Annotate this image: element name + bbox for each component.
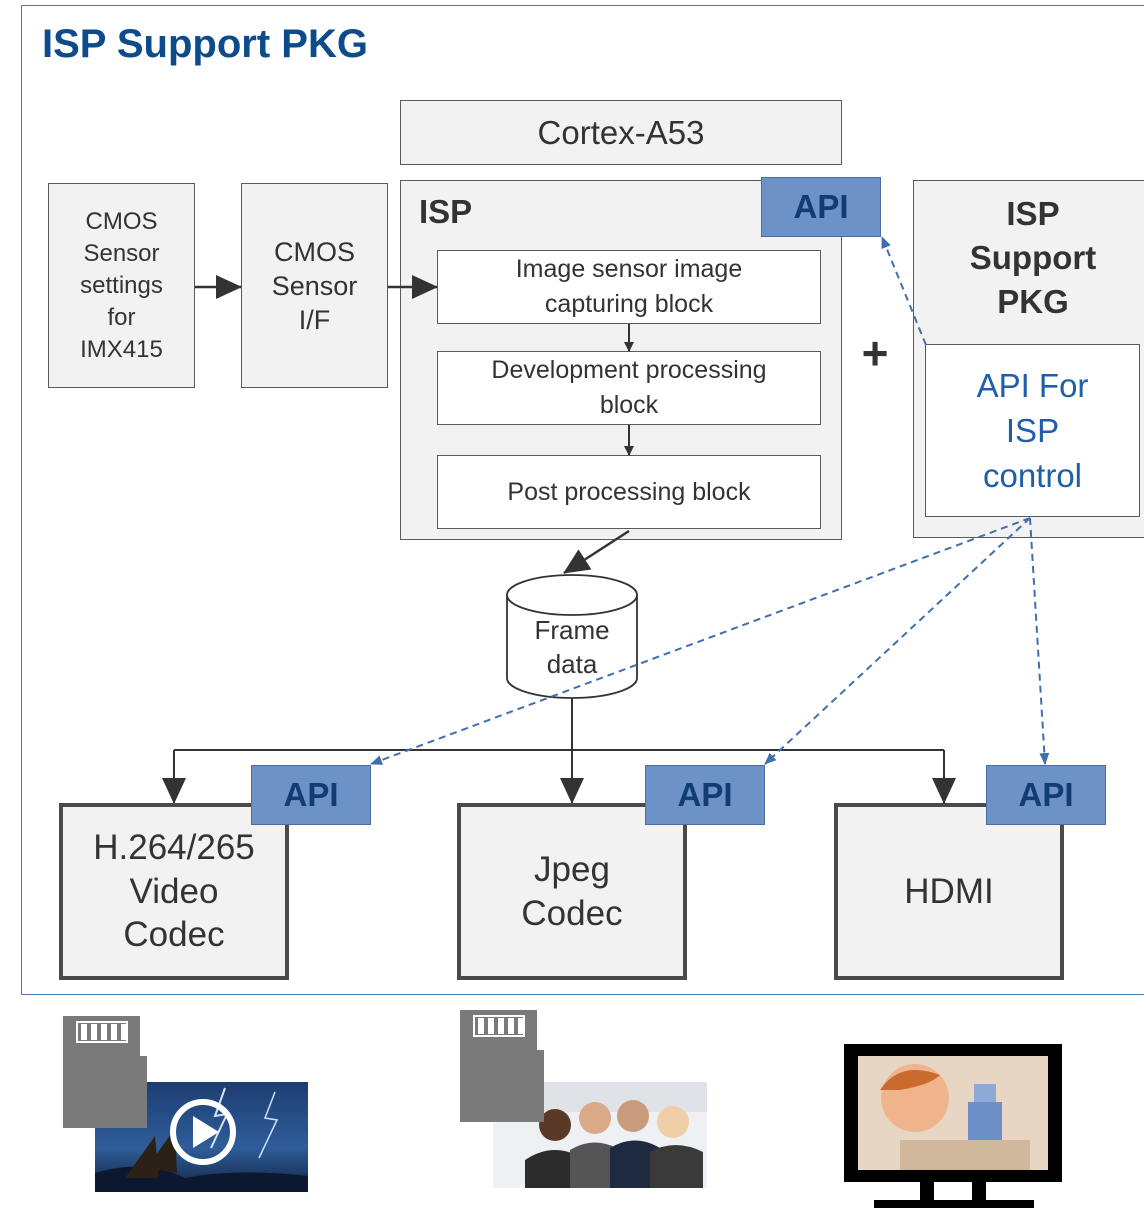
hdmi-api-badge: API [986,765,1106,825]
capture-block: Image sensor image capturing block [437,250,821,324]
cmos-settings-line: for [107,303,136,331]
cortex-a53-box: Cortex-A53 [400,100,842,165]
support-pkg-line: ISP [1006,194,1060,232]
cmos-settings-line: settings [80,271,163,299]
monitor-illustration [844,1044,1062,1208]
api-control-line: API For [976,367,1089,404]
cmos-interface-box: CMOS Sensor I/F [241,183,388,388]
dashed-arrow-to-isp-api [881,236,927,346]
cmos-settings-line: IMX415 [80,335,163,363]
sd-card-icon [460,1010,544,1122]
dashed-arrow-to-video-api [370,517,1031,765]
cmos-if-line: I/F [298,304,331,335]
video-codec-api-badge: API [251,765,371,825]
cmos-if-line: CMOS [274,236,355,267]
capture-block-line: Image sensor image [515,255,743,283]
frame-data-line: data [546,649,598,679]
plus-sign: + [861,327,889,379]
dashed-arrow-to-hdmi-api [1029,517,1050,765]
jpeg-codec-api-badge: API [645,765,765,825]
cmos-settings-line: CMOS [85,207,158,235]
monitor-icon [844,1044,1062,1208]
development-block: Development processing block [437,351,821,425]
video-codec-block: H.264/265 Video Codec [59,803,289,980]
capture-block-line: capturing block [544,290,714,318]
sd-card-icon [63,1016,147,1128]
diagram-title: ISP Support PKG [42,22,368,66]
post-processing-block: Post processing block [437,455,821,529]
arrow-post-to-frame [563,529,630,575]
video-codec-line: Video [129,871,219,911]
api-control-box: API For ISP control [925,344,1140,517]
video-illustration [63,1016,308,1192]
isp-api-badge: API [761,177,881,237]
video-codec-line: Codec [123,915,225,955]
frame-data-cylinder [506,574,638,699]
cmos-settings-box: CMOS Sensor settings for IMX415 [48,183,195,388]
hdmi-block: HDMI [834,803,1064,980]
support-pkg-line: PKG [997,282,1069,320]
diagram-frame [21,5,1144,995]
jpeg-codec-block: Jpeg Codec [457,803,687,980]
video-codec-line: H.264/265 [93,827,255,867]
api-control-line: ISP [1005,412,1060,449]
cmos-settings-line: Sensor [83,239,160,267]
support-pkg-line: Support [969,238,1097,276]
support-pkg-label: ISP Support PKG [913,190,1144,325]
jpeg-codec-line: Jpeg [534,849,610,889]
frame-data-label: Frame data [507,612,637,682]
dashed-arrow-to-jpeg-api [764,517,1031,765]
development-block-line: block [599,391,659,419]
play-icon [170,1099,236,1165]
jpeg-illustration [460,1010,707,1188]
api-control-line: control [982,457,1083,494]
jpeg-codec-line: Codec [521,893,623,933]
development-block-line: Development processing [491,356,767,384]
isp-label: ISP [419,193,473,230]
frame-data-line: Frame [534,615,610,645]
cmos-if-line: Sensor [271,270,358,301]
